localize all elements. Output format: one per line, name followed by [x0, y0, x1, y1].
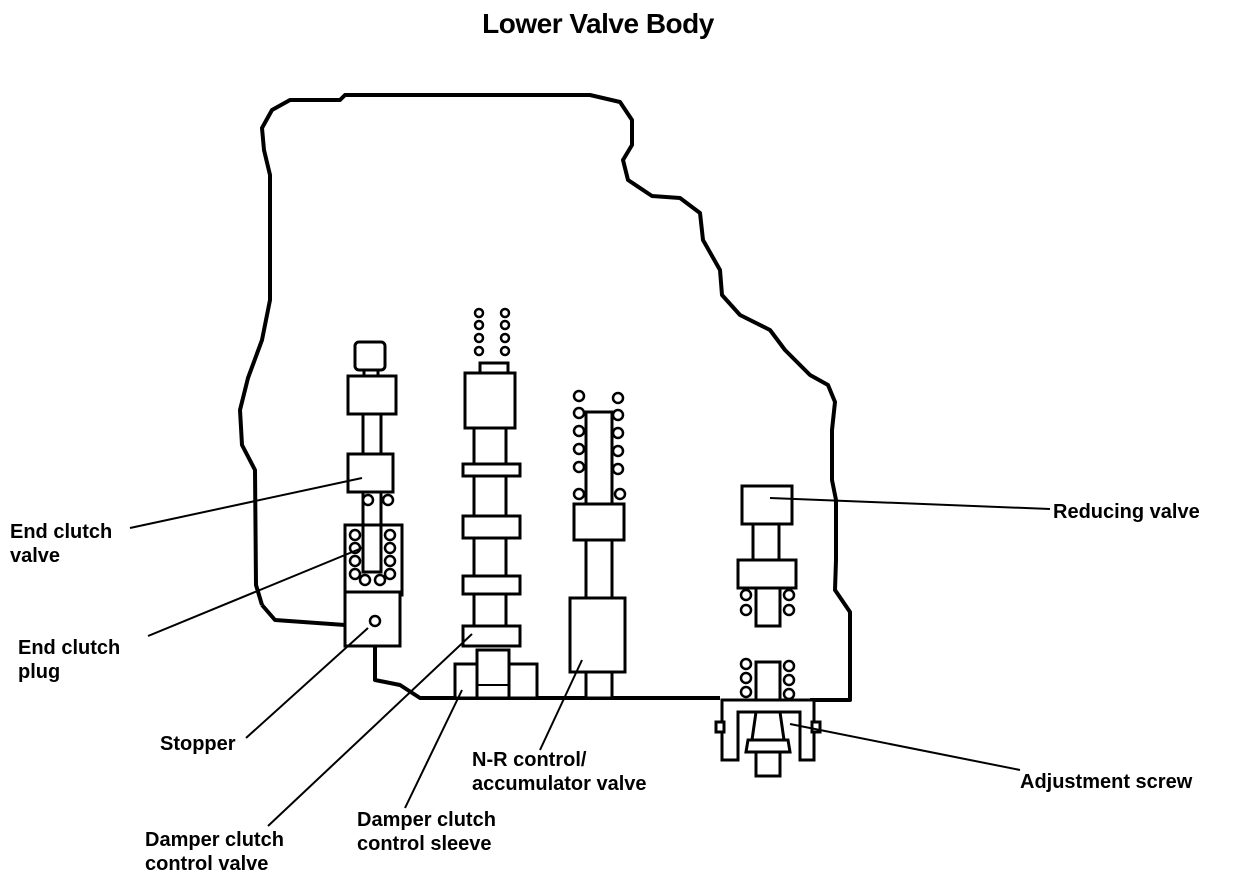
label-stopper: Stopper — [160, 733, 236, 755]
end-clutch-plug — [343, 590, 402, 648]
label-damper-clutch-control-sleeve: Damper clutch control sleeve — [357, 809, 496, 855]
label-end-clutch-plug: End clutch plug — [18, 637, 121, 683]
nr-control-accumulator-valve — [568, 389, 627, 700]
adjustment-screw — [714, 657, 822, 778]
label-damper-clutch-control-valve: Damper clutch control valve — [145, 829, 284, 875]
label-nr-control-accumulator-valve: N-R control/ accumulator valve — [472, 749, 647, 795]
leader-damper-clutch-control-sleeve — [404, 689, 463, 809]
label-adjustment-screw: Adjustment screw — [1020, 771, 1193, 793]
reducing-valve — [736, 484, 798, 628]
diagram-title: Lower Valve Body — [482, 8, 714, 39]
damper-clutch-control-sleeve — [453, 648, 539, 700]
label-reducing-valve: Reducing valve — [1053, 501, 1200, 523]
end-clutch-valve — [346, 340, 398, 574]
label-end-clutch-valve: End clutch valve — [10, 521, 113, 567]
end-clutch-spring — [343, 493, 404, 597]
leader-adjustment-screw — [789, 723, 1021, 771]
leader-stopper — [245, 627, 369, 739]
leader-end-clutch-plug — [147, 547, 363, 637]
leader-nr-control-accumulator-valve — [539, 659, 583, 751]
leader-reducing-valve — [769, 497, 1051, 510]
damper-clutch-control-valve — [461, 307, 522, 648]
leader-end-clutch-valve — [129, 477, 363, 529]
valve-body-outline — [238, 93, 852, 702]
leader-damper-clutch-control-valve — [267, 633, 473, 827]
